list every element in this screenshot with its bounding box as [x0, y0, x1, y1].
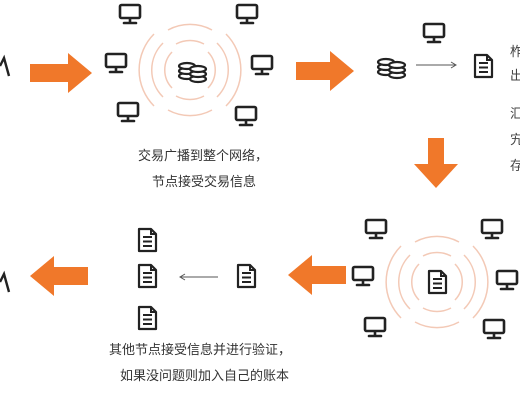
- validation-cluster: [351, 218, 519, 340]
- monitor-icon: [104, 52, 128, 74]
- monitor-icon: [480, 218, 504, 240]
- step3-caption-line2: 如果没问题则加入自己的账本: [120, 369, 290, 384]
- document-icon: [137, 227, 158, 253]
- monitor-icon: [422, 22, 446, 44]
- monitor-icon: [363, 316, 387, 338]
- edge-mark-top: [0, 54, 11, 77]
- step3-caption-line1: 其他节点接受信息并进行验证，: [109, 343, 292, 358]
- arrow-right-icon: [296, 51, 354, 91]
- monitor-icon: [118, 3, 142, 25]
- edge-text-3: 汇: [510, 107, 520, 122]
- document-icon: [137, 263, 158, 289]
- record-group: [376, 22, 494, 80]
- monitor-icon: [235, 3, 259, 25]
- coins-icon: [177, 61, 208, 84]
- ledger-group: [137, 227, 257, 331]
- monitor-icon: [234, 105, 258, 127]
- edge-text-4: 宄: [510, 133, 520, 148]
- arrow-left-icon: [288, 255, 346, 295]
- document-icon: [427, 269, 448, 295]
- document-icon: [236, 263, 257, 289]
- monitor-icon: [250, 54, 274, 76]
- monitor-icon: [364, 218, 388, 240]
- document-icon: [473, 53, 494, 79]
- monitor-icon: [351, 265, 375, 287]
- arrow-right-icon: [30, 53, 92, 93]
- edge-mark-bottom: [0, 270, 11, 293]
- coins-icon: [376, 57, 407, 80]
- document-icon: [137, 305, 158, 331]
- step1-caption-line2: 节点接受交易信息: [152, 175, 257, 190]
- monitor-icon: [495, 269, 519, 291]
- monitor-icon: [482, 318, 506, 340]
- arrow-down-icon: [414, 138, 458, 188]
- edge-text-5: 存: [510, 159, 520, 174]
- arrow-left-icon: [30, 256, 88, 296]
- monitor-icon: [116, 101, 140, 123]
- edge-text-1: 柞: [510, 45, 520, 60]
- broadcast-cluster: [104, 3, 274, 127]
- edge-text-2: 出: [510, 69, 520, 84]
- step1-caption-line1: 交易广播到整个网络，: [138, 149, 269, 164]
